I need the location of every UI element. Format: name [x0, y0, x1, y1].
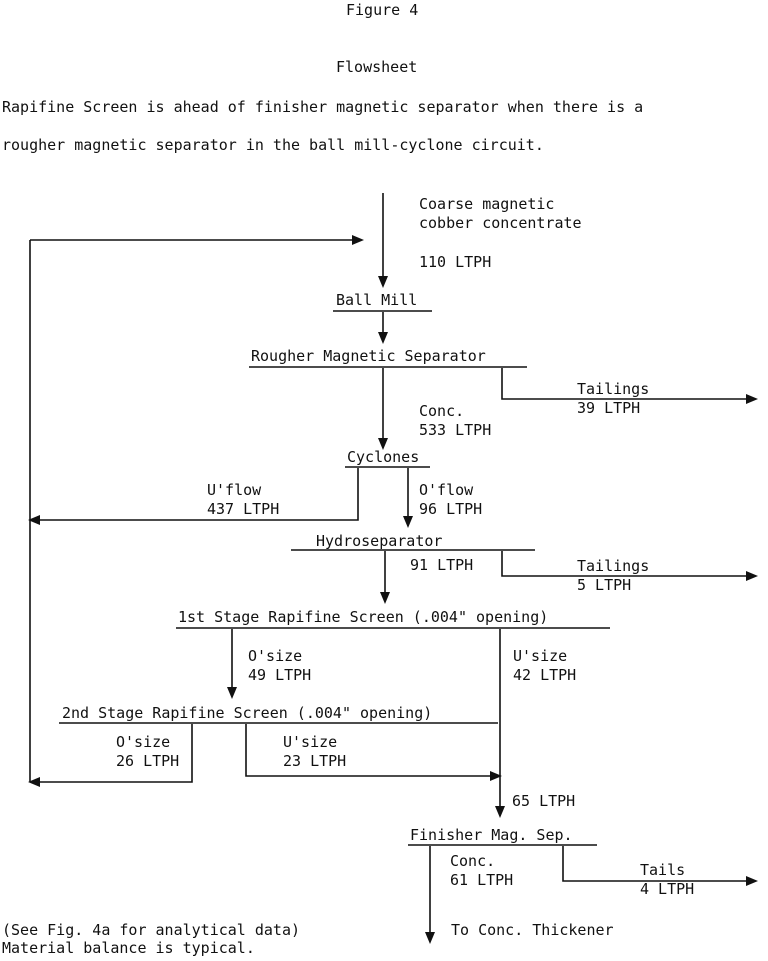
- screen2-label: 2nd Stage Rapifine Screen (.004" opening…: [62, 704, 433, 722]
- figure-title: Figure 4: [346, 1, 419, 19]
- footer-note-2: Material balance is typical.: [2, 939, 255, 957]
- s2-osize-label: O'size: [116, 733, 171, 751]
- cyclones-label: Cyclones: [347, 448, 420, 466]
- footer-note-1: (See Fig. 4a for analytical data): [2, 921, 301, 939]
- hydro-rate: 91 LTPH: [410, 556, 474, 574]
- uflow-line: [36, 468, 359, 521]
- cyclones-arrowhead: [378, 438, 388, 450]
- s1-osize-label: O'size: [248, 647, 303, 665]
- oflow-label: O'flow: [419, 481, 474, 499]
- s1-osize-arrowhead: [227, 687, 237, 699]
- s1-usize-rate: 42 LTPH: [513, 666, 577, 684]
- rougher-tail-arrowhead: [746, 394, 758, 404]
- hydroseparator-label: Hydroseparator: [316, 532, 443, 550]
- s2-osize-line: [36, 724, 193, 783]
- hydro-tail-rate: 5 LTPH: [577, 576, 632, 594]
- ball-mill-label: Ball Mill: [336, 291, 418, 309]
- rougher-arrowhead: [378, 332, 388, 344]
- recycle-top-arrowhead: [352, 235, 364, 245]
- uflow-rate: 437 LTPH: [207, 500, 280, 518]
- rougher-tail-line: [501, 368, 750, 400]
- feed-rate: 110 LTPH: [419, 253, 492, 271]
- fin-tail-line: [562, 846, 750, 882]
- s2-usize-arrowhead: [490, 771, 502, 781]
- fin-tail-rate: 4 LTPH: [640, 880, 695, 898]
- flowsheet-subtitle: Flowsheet: [336, 58, 418, 76]
- hydro-tail-arrowhead: [746, 571, 758, 581]
- description-line-2: rougher magnetic separator in the ball m…: [2, 136, 544, 154]
- fin-tail-label: Tails: [640, 861, 686, 879]
- finisher-label: Finisher Mag. Sep.: [410, 826, 573, 844]
- rougher-conc-label: Conc.: [419, 402, 465, 420]
- s2-osize-rate: 26 LTPH: [116, 752, 180, 770]
- rougher-conc-rate: 533 LTPH: [419, 421, 492, 439]
- description-line-1: Rapifine Screen is ahead of finisher mag…: [2, 98, 644, 116]
- fin-tail-arrowhead: [746, 876, 758, 886]
- oflow-arrowhead: [403, 516, 413, 528]
- feed-label-2: cobber concentrate: [419, 214, 582, 232]
- s2-usize-label: U'size: [283, 733, 338, 751]
- feed-arrowhead: [378, 276, 388, 288]
- s1-osize-rate: 49 LTPH: [248, 666, 312, 684]
- rougher-tail-rate: 39 LTPH: [577, 399, 641, 417]
- s1-usize-label: U'size: [513, 647, 568, 665]
- rougher-label: Rougher Magnetic Separator: [251, 347, 486, 365]
- hydro-tail-line: [501, 551, 750, 577]
- screen1-label: 1st Stage Rapifine Screen (.004" opening…: [178, 608, 549, 626]
- oflow-rate: 96 LTPH: [419, 500, 483, 518]
- to-thickener-label: To Conc. Thickener: [451, 921, 614, 939]
- uflow-label: U'flow: [207, 481, 262, 499]
- s2-osize-arrowhead: [28, 777, 40, 787]
- rougher-tail-label: Tailings: [577, 380, 650, 398]
- fin-conc-rate: 61 LTPH: [450, 871, 514, 889]
- fin-conc-arrowhead: [425, 932, 435, 944]
- combined-arrowhead: [495, 806, 505, 818]
- s2-usize-line: [245, 724, 494, 777]
- uflow-arrowhead: [28, 515, 40, 525]
- s2-usize-rate: 23 LTPH: [283, 752, 347, 770]
- hydro-tail-label: Tailings: [577, 557, 650, 575]
- screen1-arrowhead: [380, 592, 390, 604]
- combined-rate: 65 LTPH: [512, 792, 576, 810]
- feed-label-1: Coarse magnetic: [419, 195, 555, 213]
- fin-conc-label: Conc.: [450, 852, 496, 870]
